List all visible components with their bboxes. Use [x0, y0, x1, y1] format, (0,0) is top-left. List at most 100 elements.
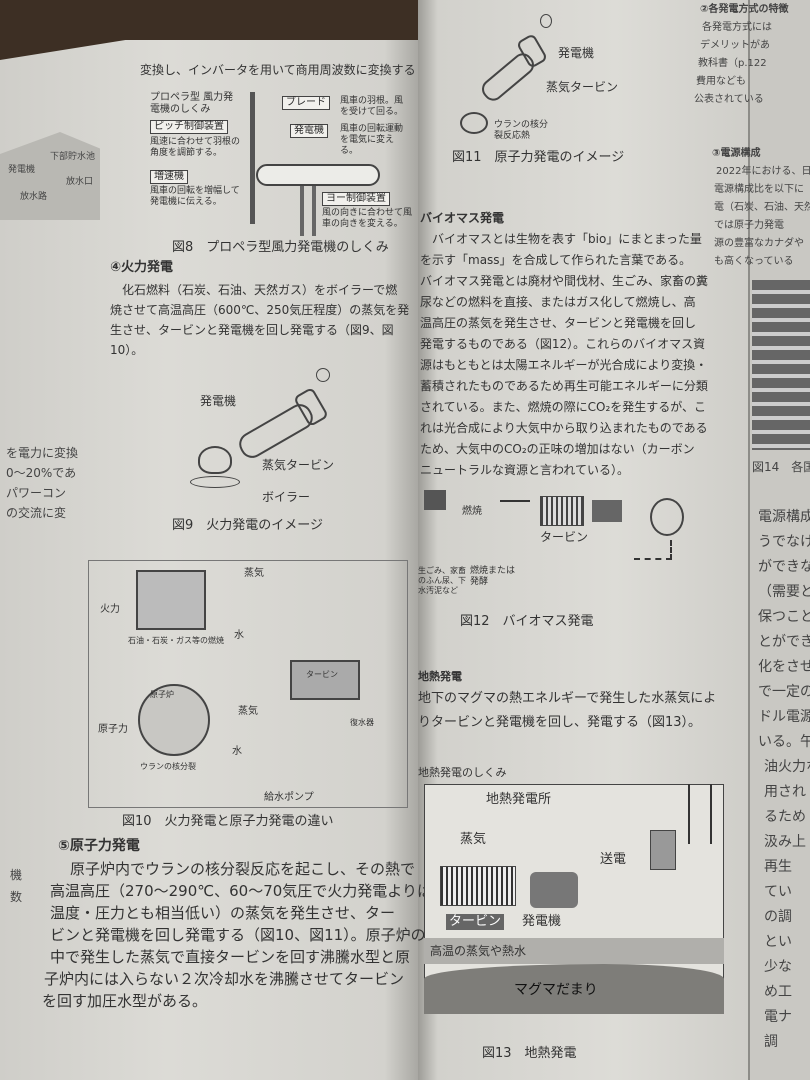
geothermal-heading: 地熱発電: [418, 670, 462, 683]
fig14-caption: 図14 各国の: [752, 460, 810, 474]
fig10-water-2: 水: [232, 746, 242, 757]
lightbulb-icon: [316, 368, 330, 382]
fig13-plant: 地熱発電所: [486, 792, 552, 807]
fig8-generator-desc: 風車の回転運動を電気に変える。: [340, 124, 404, 156]
margin-text: 数: [10, 890, 23, 904]
biomass-section: バイオマス発電 バイオマスとは生物を表す「bio」にまとまった量 を示す「mas…: [420, 208, 708, 481]
margin-text: 少な: [764, 959, 792, 975]
text-line: ビンと発電機を回し発電する（図10、図11）。原子炉の: [50, 926, 426, 944]
margin-text: とができな: [758, 634, 810, 650]
margin-text: 発電機: [8, 165, 36, 175]
fig10-caption: 図10 火力発電と原子力発電の違い: [122, 814, 334, 829]
text-line: 10）。: [110, 343, 144, 357]
text-line: ため、大気中のCO₂の正味の増加はない（カーボン: [420, 442, 695, 456]
fig8-blade: ブレード: [282, 96, 330, 110]
margin-text: 2022年における、日本: [716, 166, 810, 177]
text-line: りタービンと発電機を回し、発電する（図13）。: [418, 715, 702, 730]
kettle-icon: [460, 112, 488, 134]
fig10-frame: [88, 560, 408, 808]
fig13-generator: 発電機: [522, 914, 562, 929]
margin-text: デメリットがあ: [700, 40, 770, 51]
fig10-pump: 給水ポンプ: [264, 792, 314, 803]
text-line: 高温高圧（270〜290℃、60〜70気圧で火力発電よりは: [50, 882, 432, 900]
biomass-heading: バイオマス発電: [420, 211, 505, 225]
fig8-pitch-desc: 風速に合わせて羽根の角度を調節する。: [150, 137, 241, 158]
thermal-heading: ④火力発電: [110, 260, 174, 275]
fig12-burn: 燃焼: [462, 506, 482, 517]
margin-text: （需要と供給: [758, 584, 810, 600]
margin-text: 油火力な: [764, 759, 810, 775]
margin-text: 下部貯水池: [50, 152, 96, 162]
margin-text: 費用なども: [696, 76, 746, 87]
fig12-waste: 生ごみ、家畜のふん尿、下水汚泥など: [418, 566, 466, 595]
kettle-icon: [198, 446, 232, 474]
fig10-reactor: 原子炉: [150, 690, 174, 699]
fig11-turbine: 蒸気タービン: [546, 80, 619, 94]
text-line: ニュートラルな資源と言われている）。: [420, 463, 630, 477]
fig10-uranium: ウランの核分裂: [140, 762, 196, 771]
text-line: バイオマス発電とは廃材や間伐材、生ごみ、家畜の糞: [420, 274, 709, 288]
magma-chamber: [424, 964, 724, 1014]
margin-text: 化をさせ: [758, 659, 810, 675]
margin-text: 機: [10, 868, 23, 882]
margin-text: 教科書（p.122: [698, 58, 767, 69]
fig13-caption: 図13 地熱発電: [482, 1046, 577, 1061]
margin-text: てい: [764, 884, 792, 900]
burner-shape: [190, 476, 240, 488]
fig10-water-1: 水: [234, 630, 244, 641]
generator-shape: [592, 500, 622, 522]
fig8-gearbox-desc: 風車の回転を増幅して発電機に伝える。: [150, 186, 240, 207]
intro-line: 変換し、インバータを用いて商用周波数に変換する: [140, 63, 416, 77]
margin-text: では原子力発電: [714, 220, 784, 231]
margin-text: うでなければ: [758, 534, 810, 550]
margin-text: 電源構成は: [758, 509, 810, 525]
fig13-transmission: 送電: [600, 852, 627, 867]
margin-text: パワーコン: [6, 486, 67, 500]
nuclear-body: 原子炉内でウランの核分裂反応を起こし、その熱で 高温高圧（270〜290℃、60…: [42, 858, 432, 1012]
fig8-caption: 図8 プロペラ型風力発電機のしくみ: [172, 240, 389, 255]
text-line: 焼させて高温高圧（600℃、250気圧程度）の蒸気を発: [110, 303, 410, 317]
far-heading-1: ②各発電方式の特徴: [700, 4, 789, 15]
margin-text: の交流に変: [6, 506, 67, 520]
text-line: 生させ、タービンと発電機を回し発電する（図9、図: [110, 323, 394, 337]
wire: [634, 540, 672, 560]
generator-shape: [530, 872, 578, 908]
margin-text: も高くなっている: [714, 256, 794, 267]
margin-text: 放水口: [66, 177, 94, 187]
fig13-steam: 蒸気: [460, 832, 487, 847]
fig11-uranium: ウランの核分裂反応熱: [494, 120, 549, 141]
margin-text: 0〜20%であ: [6, 466, 77, 480]
margin-text: め工: [764, 984, 792, 1000]
reactor-shape: [138, 684, 210, 756]
margin-text: 源の豊富なカナダや: [714, 238, 804, 249]
margin-text: 再生: [764, 859, 792, 875]
text-line: 原子炉内でウランの核分裂反応を起こし、その熱で: [70, 860, 416, 878]
fig12-caption: 図12 バイオマス発電: [460, 614, 594, 629]
margin-text: 各発電方式には: [702, 22, 772, 33]
nacelle: [256, 164, 380, 186]
text-line: バイオマスとは生物を表す「bio」にまとまった量: [432, 232, 702, 246]
fig8-yaw-desc: 風の向きに合わせて風車の向きを変える。: [322, 208, 413, 229]
nuclear-heading: ⑤原子力発電: [58, 838, 140, 854]
fig10-turbine: タービン: [306, 670, 338, 679]
margin-text: ドル電源: [758, 709, 810, 725]
margin-text: 調: [764, 1034, 778, 1050]
lightbulb-icon: [650, 498, 684, 536]
fig10-steam-2: 蒸気: [238, 706, 258, 717]
far-heading-2: ③電源構成: [712, 148, 761, 159]
next-page-edge: [748, 0, 810, 1080]
margin-text: で一定の: [758, 684, 810, 700]
margin-text: 電ナ: [764, 1009, 792, 1025]
margin-text: 保つことが: [758, 609, 810, 625]
text-line: 源はもともとは太陽エネルギーが光合成により変換・: [420, 358, 708, 372]
waste-icon: [424, 490, 446, 510]
margin-text: ができない: [758, 559, 810, 575]
fig10-steam-1: 蒸気: [244, 568, 264, 579]
fig10-fuel: 石油・石炭・ガス等の燃焼: [128, 636, 224, 645]
text-line: 中で発生した蒸気で直接タービンを回す沸騰水型と原: [50, 948, 411, 966]
power-tower-icon: [688, 784, 712, 844]
text-line: 尿などの燃料を直接、またはガス化して燃焼し、高: [420, 295, 696, 309]
fig8-gearbox: 増速機: [150, 170, 188, 184]
blade-shape: [250, 92, 255, 224]
margin-text: 電（石炭、石油、天然: [714, 202, 810, 213]
